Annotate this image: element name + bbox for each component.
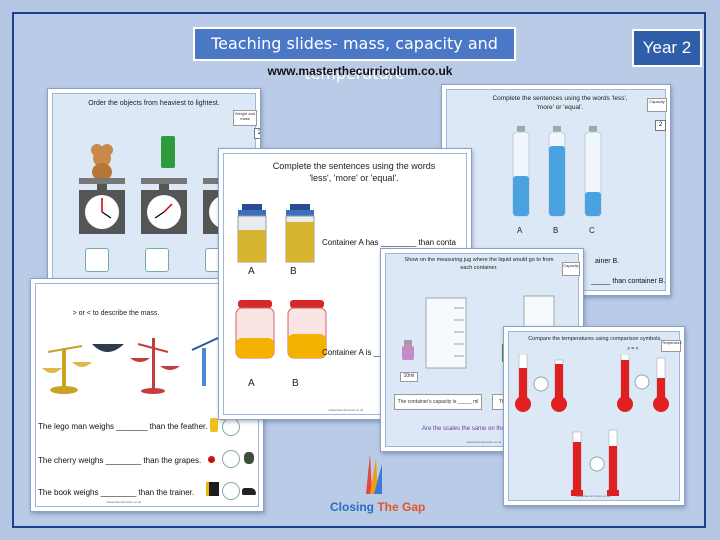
thermometer-icon bbox=[617, 354, 633, 412]
answer-circle bbox=[533, 376, 549, 392]
bowl-icon bbox=[92, 344, 124, 352]
weighing-scale-icon bbox=[141, 178, 187, 234]
grapes-icon bbox=[244, 452, 254, 464]
bottle-label: A bbox=[517, 226, 523, 235]
thermometer-icon bbox=[571, 431, 583, 496]
drink-can-icon bbox=[161, 136, 175, 168]
jar-icon bbox=[237, 204, 267, 263]
answer-circle[interactable] bbox=[222, 450, 240, 468]
thermometer-icon bbox=[607, 429, 619, 496]
balance-scale-icon bbox=[42, 345, 92, 394]
comparison-sentence: The cherry weighs ________ than the grap… bbox=[38, 456, 202, 465]
year-badge: Year 2 bbox=[632, 29, 702, 67]
page-title: Teaching slides- mass, capacity and temp… bbox=[193, 27, 516, 83]
comparison-sentence: The lego man weighs _______ than the fea… bbox=[38, 422, 208, 431]
slide-instruction: Compare the temperatures using compariso… bbox=[528, 336, 662, 342]
lego-figure-icon bbox=[210, 418, 218, 432]
container-label: A bbox=[248, 266, 255, 277]
water-bottle-icon bbox=[584, 126, 602, 217]
slide-instruction: Order the objects from heaviest to light… bbox=[88, 100, 220, 107]
container-label: B bbox=[290, 266, 297, 277]
capacity-sentence: _____ than container B. bbox=[591, 278, 666, 285]
water-bottle-icon bbox=[548, 126, 566, 217]
slide-footer: masterthecurriculum.co.uk bbox=[575, 494, 611, 498]
weighing-scale-icon bbox=[79, 178, 125, 234]
container-label: A bbox=[248, 378, 255, 389]
topic-tag: Weight and mass bbox=[233, 110, 257, 126]
slide-footer: masterthecurriculum.co.uk bbox=[106, 500, 142, 504]
jar-icon bbox=[235, 300, 275, 359]
answer-circle bbox=[589, 456, 605, 472]
topic-tag: Capacity bbox=[647, 98, 667, 112]
capacity-sentence: Container A has ________ than conta bbox=[322, 238, 456, 247]
jar-icon bbox=[287, 300, 327, 359]
answer-box[interactable] bbox=[145, 248, 169, 272]
comparison-sentence: The book weighs ________ than the traine… bbox=[38, 488, 195, 497]
water-bottle-icon bbox=[512, 126, 530, 217]
slide-instruction: Complete the sentences using the words '… bbox=[492, 95, 628, 111]
answer-box[interactable] bbox=[85, 248, 109, 272]
page-number: 2 bbox=[254, 128, 260, 139]
website-url[interactable]: www.masterthecurriculum.co.uk bbox=[267, 64, 453, 78]
answer-circle[interactable] bbox=[222, 418, 240, 436]
capacity-sentence: ainer B. bbox=[595, 258, 620, 265]
comparison-symbols: > = < bbox=[627, 346, 639, 352]
teddy-bear-icon bbox=[91, 144, 113, 181]
jar-icon bbox=[285, 204, 315, 263]
book-icon bbox=[206, 482, 219, 496]
thermometer-icon bbox=[515, 354, 531, 412]
cherry-icon bbox=[208, 456, 215, 463]
water-bottles-illustration bbox=[512, 126, 602, 217]
slide-instruction: Complete the sentences using the words '… bbox=[272, 161, 436, 183]
slide-thumbnail-temperature[interactable]: Compare the temperatures using compariso… bbox=[503, 326, 685, 506]
branding-text: Closing The Gap bbox=[330, 500, 425, 514]
topic-tag: Capacity bbox=[562, 262, 580, 276]
container-label: B bbox=[292, 378, 299, 389]
vial-icon bbox=[402, 340, 414, 360]
vial-label: 10ml bbox=[400, 372, 418, 382]
page-number: 2 bbox=[655, 120, 666, 131]
containers-illustration bbox=[235, 204, 327, 359]
closing-the-gap-logo-icon bbox=[366, 454, 382, 494]
capacity-sentence: Container A is ___ bbox=[322, 348, 387, 357]
jug-question: Are the scales the same on the m bbox=[422, 426, 512, 432]
measuring-jug-icon bbox=[425, 297, 467, 369]
balance-scale-icon bbox=[130, 338, 180, 394]
thermometer-icon bbox=[551, 359, 567, 412]
slide-instruction: Show on the measuring jug where the liqu… bbox=[404, 257, 554, 271]
slide-footer: masterthecurriculum.co.uk bbox=[328, 408, 364, 412]
thermometer-icon bbox=[653, 357, 669, 412]
answer-circle bbox=[634, 374, 650, 390]
bottle-label: C bbox=[589, 226, 595, 235]
capacity-answer-box[interactable]: The container's capacity is _____ ml bbox=[394, 394, 482, 410]
slide-instruction: > or < to describe the mass. bbox=[72, 310, 160, 317]
slide-footer: masterthecurriculum.co.uk bbox=[466, 440, 502, 444]
trainer-icon bbox=[242, 488, 256, 495]
branding-closing: Closing bbox=[330, 500, 374, 514]
answer-circle[interactable] bbox=[222, 482, 240, 500]
branding-the-gap: The Gap bbox=[377, 500, 426, 514]
topic-tag: Temperature bbox=[661, 340, 682, 352]
thermometers-illustration bbox=[515, 354, 669, 496]
bottle-label: B bbox=[553, 226, 559, 235]
